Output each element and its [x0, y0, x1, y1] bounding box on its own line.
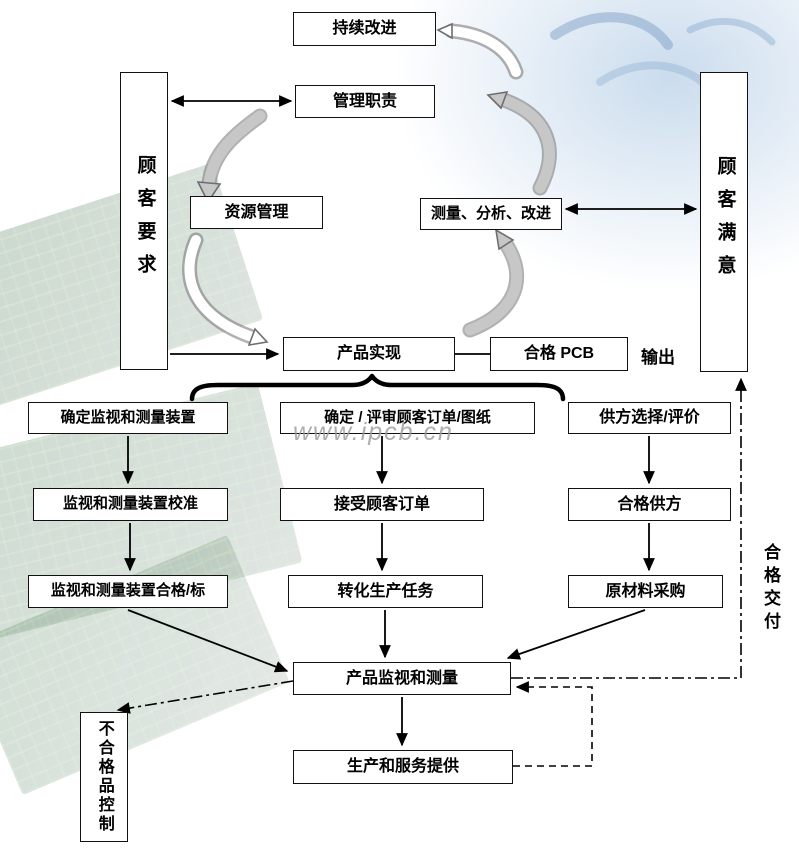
qualified-delivery-label: 合格交付	[761, 543, 780, 635]
node-nonconforming-product-control: 不合格品控制	[80, 712, 128, 842]
node-resource-management: 资源管理	[190, 196, 323, 229]
node-qualified-suppliers: 合格供方	[568, 488, 731, 521]
node-customer-requirements: 顾客要求	[120, 72, 168, 370]
node-qualified-pcb: 合格 PCB	[490, 337, 628, 371]
pdca-cycle-arrows	[182, 22, 557, 347]
node-product-monitoring-measurement: 产品监视和测量	[293, 662, 511, 695]
node-management-responsibility: 管理职责	[295, 85, 435, 118]
node-product-realization: 产品实现	[283, 337, 455, 371]
output-label: 输出	[641, 348, 675, 367]
node-device-calibration: 监视和测量装置校准	[33, 488, 228, 521]
node-measurement-analysis-improvement: 测量、分析、改进	[420, 198, 562, 230]
node-supplier-selection-evaluation: 供方选择/评价	[568, 402, 731, 434]
dashed-production-service-feedback	[513, 681, 593, 767]
cycle-arrowhead	[196, 181, 222, 204]
node-device-qualified-marked: 监视和测量装置合格/标	[28, 575, 228, 608]
arrow-qualified-marked-to-product-monitoring	[127, 609, 289, 673]
cycle-arrowhead	[486, 90, 509, 110]
node-determine-monitoring-measuring-devices: 确定监视和测量装置	[28, 402, 228, 434]
node-raw-material-purchasing: 原材料采购	[568, 575, 723, 608]
brace-product-realization	[189, 373, 566, 402]
node-production-service-provision: 生产和服务提供	[293, 750, 513, 784]
cycle-arrowhead	[436, 22, 453, 40]
node-accept-customer-orders: 接受顾客订单	[280, 488, 484, 521]
node-determine-review-customer-orders: 确定 / 评审顾客订单/图纸	[280, 402, 535, 434]
node-transform-production-tasks: 转化生产任务	[288, 575, 483, 608]
dashdot-qualified-delivery-to-customer-satisfaction	[511, 377, 747, 679]
cycle-arrowhead	[494, 228, 515, 251]
node-customer-satisfaction: 顾客满意	[700, 72, 748, 372]
arrow-purchasing-to-product-monitoring	[506, 609, 646, 660]
node-continuous-improvement: 持续改进	[293, 12, 436, 46]
dashdot-to-nonconforming-control	[116, 680, 294, 714]
cycle-arrowhead	[247, 327, 269, 347]
